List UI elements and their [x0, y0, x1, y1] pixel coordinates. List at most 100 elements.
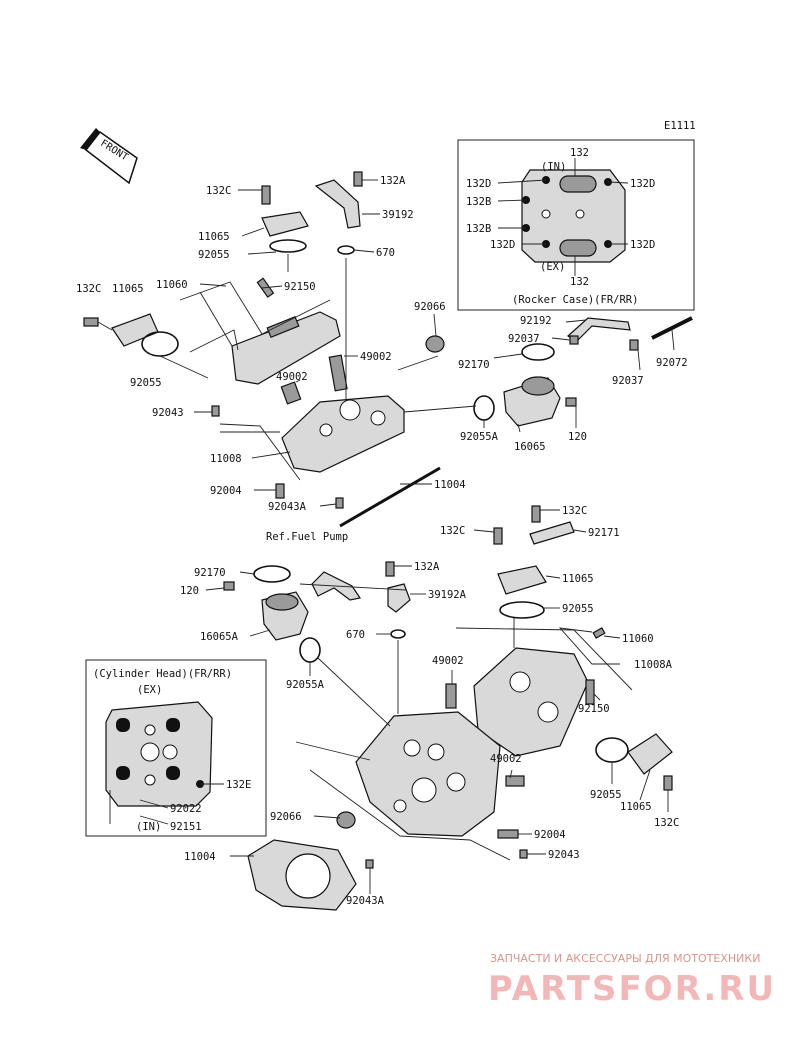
- valve-49002-r2: [505, 775, 525, 787]
- head-gasket-11004: [339, 466, 441, 528]
- rocker-callout: 132D: [630, 178, 655, 190]
- callout: 132A: [380, 175, 406, 187]
- bolt-dot: [166, 718, 180, 732]
- callout: 16065A: [200, 631, 239, 643]
- rocker-in-label: (IN): [541, 161, 566, 173]
- callout: 92150: [578, 703, 610, 715]
- callout: 132C: [206, 185, 231, 197]
- callout: 132C: [440, 525, 465, 537]
- front-cylinder-assembly: [83, 171, 693, 528]
- watermark-tagline: ЗАПЧАСТИ И АКСЕССУАРЫ ДЛЯ МОТОТЕХНИКИ: [490, 952, 760, 965]
- bolt-120-r: [223, 581, 235, 591]
- diagram-code: E1111: [664, 120, 696, 132]
- callout: 92043A: [268, 501, 307, 513]
- callout: 670: [346, 629, 365, 641]
- bolt-120: [565, 397, 577, 407]
- pin-11060: [592, 627, 606, 639]
- rocker-callout: 132D: [490, 239, 515, 251]
- gasket-92055a-r: [299, 637, 321, 663]
- bolt-132c: [261, 185, 271, 205]
- rocker-port-in: [559, 175, 597, 193]
- rocker-inset-title: (Rocker Case)(FR/RR): [512, 294, 638, 306]
- head-callout: 92151: [170, 821, 202, 833]
- callout: 16065: [514, 441, 546, 453]
- callout: 92171: [588, 527, 620, 539]
- clip-92037: [569, 335, 579, 345]
- bolt-92150-r: [585, 679, 595, 705]
- callout: 92043: [152, 407, 184, 419]
- watermark-brand: PARTSFOR.RU: [488, 969, 776, 1009]
- gasket-92055-left: [141, 331, 179, 357]
- pipe-39192: [314, 179, 361, 229]
- clip-92037b: [629, 339, 639, 351]
- rocker-callout: 132: [570, 276, 589, 288]
- head-callout: 132E: [226, 779, 251, 791]
- callout: 49002: [432, 655, 464, 667]
- dowel-92043-r: [519, 849, 528, 859]
- rear-cylinder-assembly: [205, 505, 673, 911]
- rocker-case-front: [231, 311, 341, 385]
- callout: 11065: [112, 283, 144, 295]
- rocker-port-ex: [559, 239, 597, 257]
- callout: 120: [568, 431, 587, 443]
- gasket-92055-r2: [595, 737, 629, 763]
- plate-92171: [529, 521, 575, 545]
- dowel-92043a-r: [365, 859, 374, 869]
- rocker-inset-frame: [457, 139, 695, 311]
- callout: 92192: [520, 315, 552, 327]
- callout: 49002: [276, 371, 308, 383]
- rocker-case-inset: 132 (IN) 132D 132B 132B 132D 132D 132D (…: [457, 139, 695, 311]
- cylinder-head-rear: [355, 711, 501, 837]
- callout: 670: [376, 247, 395, 259]
- callout: 92055: [198, 249, 230, 261]
- callout: 92170: [458, 359, 490, 371]
- tie-92072: [651, 316, 693, 340]
- gasket-92055: [269, 239, 307, 253]
- callout: 39192: [382, 209, 414, 221]
- callout: 92066: [414, 301, 446, 313]
- callout: 11060: [622, 633, 654, 645]
- callout: 49002: [360, 351, 392, 363]
- callout: 92055: [562, 603, 594, 615]
- callout: 132A: [414, 561, 440, 573]
- rocker-callout: 132D: [466, 178, 491, 190]
- rocker-case-shape: [521, 169, 626, 263]
- callout: 92055: [590, 789, 622, 801]
- callout: 92150: [284, 281, 316, 293]
- callout: 49002: [490, 753, 522, 765]
- head-callout: 92022: [170, 803, 202, 815]
- watermark: ЗАПЧАСТИ И АКСЕССУАРЫ ДЛЯ МОТОТЕХНИКИ PA…: [488, 952, 776, 1009]
- callout: 92037: [508, 333, 540, 345]
- callout: 11004: [434, 479, 466, 491]
- rocker-callout: 132B: [466, 196, 491, 208]
- callout: 11004: [184, 851, 216, 863]
- cover-plate-11065-left: [111, 313, 159, 347]
- callout: 92055A: [286, 679, 325, 691]
- bolt-dot: [116, 766, 130, 780]
- cover-plate-11065-r2: [627, 733, 673, 775]
- callout: 92004: [534, 829, 566, 841]
- callout: 11008A: [634, 659, 673, 671]
- callout: 11065: [198, 231, 230, 243]
- oring-670-r: [390, 629, 406, 639]
- rocker-callout: 132: [570, 147, 589, 159]
- callout: 132C: [654, 817, 679, 829]
- pipe-39192a: [387, 583, 411, 613]
- valve-49002b: [280, 381, 302, 405]
- cover-plate-11065: [261, 211, 309, 237]
- dowel-92043: [211, 405, 220, 417]
- callout-labels: 132C 132A 39192 11065 92055 670 11060 92…: [76, 175, 688, 907]
- callout: 92072: [656, 357, 688, 369]
- cover-plate-11065-r: [497, 565, 547, 595]
- bolt-dot: [116, 718, 130, 732]
- callout: 92066: [270, 811, 302, 823]
- callout: 92004: [210, 485, 242, 497]
- ref-fuel-pump-label: Ref.Fuel Pump: [266, 531, 348, 543]
- callout: 92043: [548, 849, 580, 861]
- bolt-132c-left: [83, 317, 99, 327]
- valve-49002: [328, 354, 348, 392]
- bolt-132a: [353, 171, 363, 187]
- plug-92004: [275, 483, 285, 499]
